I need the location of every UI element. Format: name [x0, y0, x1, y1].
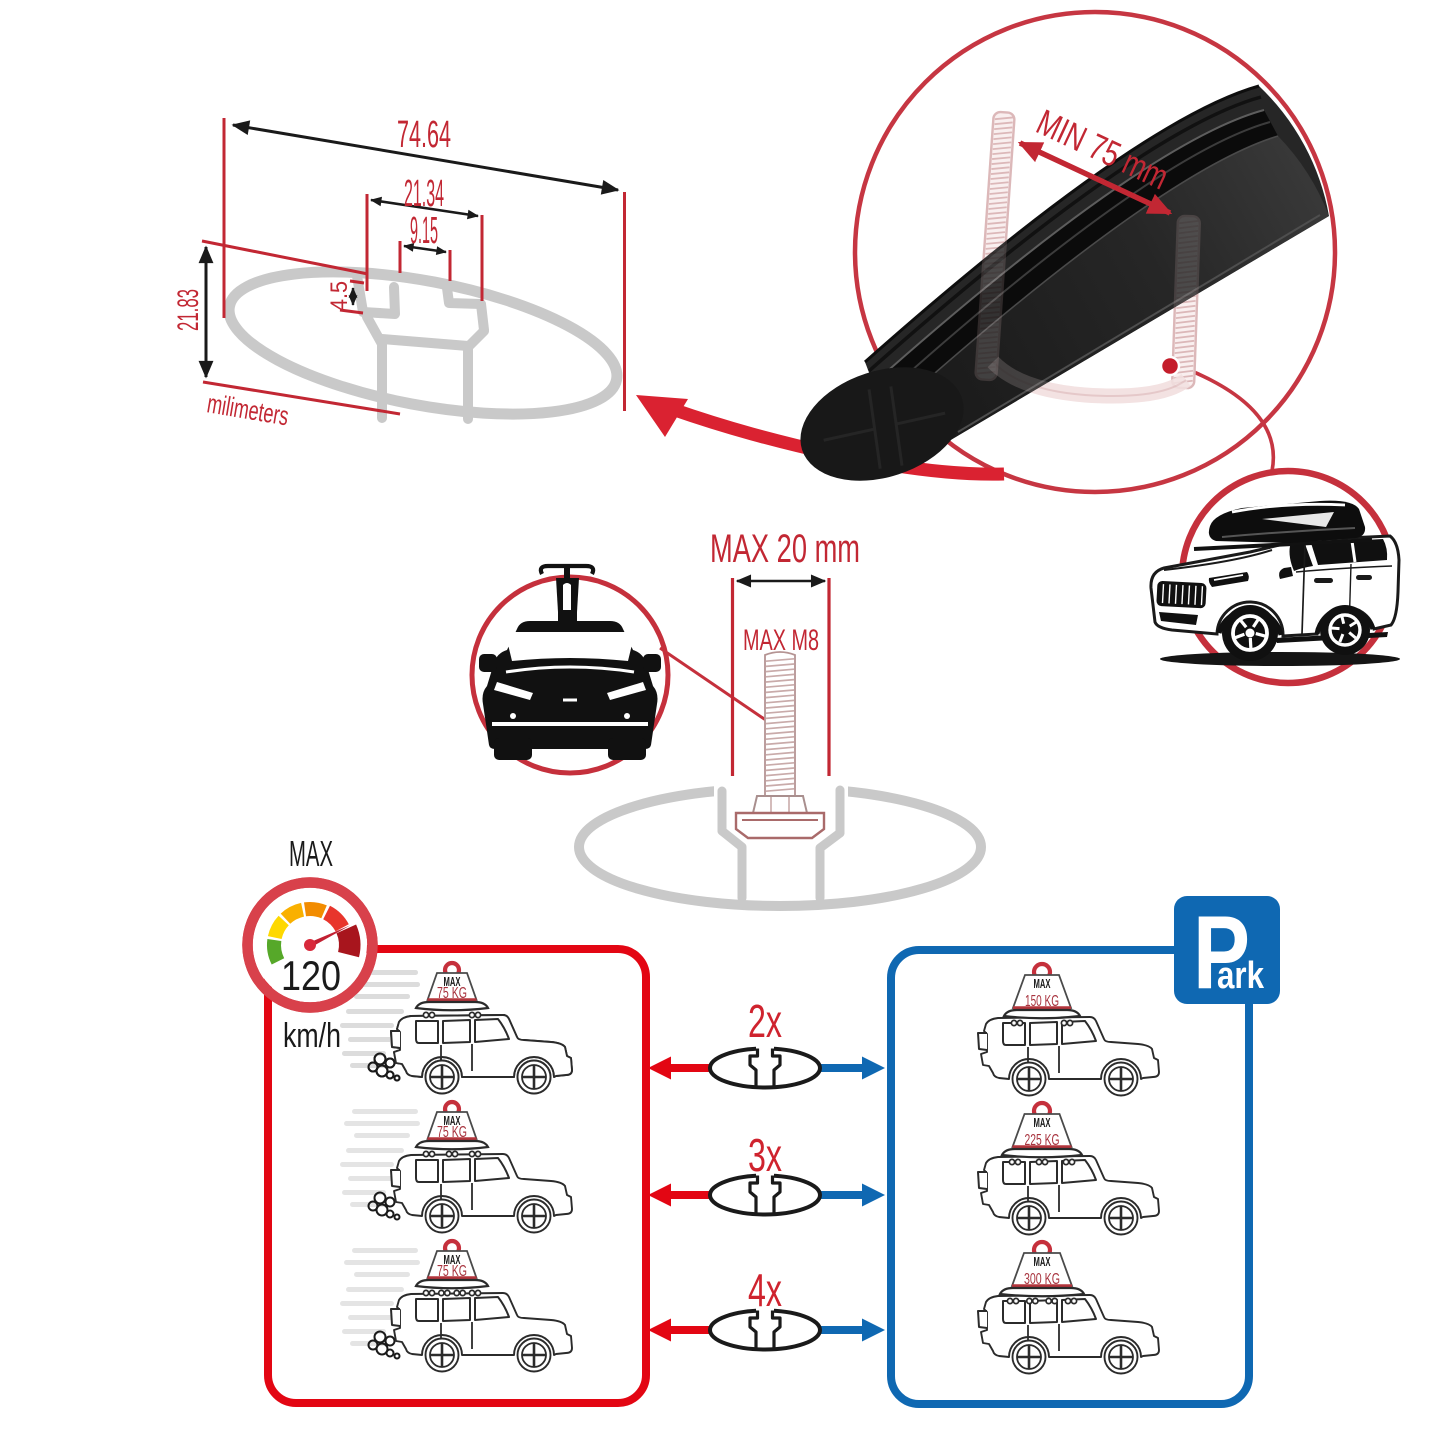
- svg-text:21.34: 21.34: [404, 173, 444, 215]
- svg-text:150 KG: 150 KG: [1025, 993, 1059, 1010]
- svg-text:21.83: 21.83: [172, 289, 205, 331]
- svg-text:300 KG: 300 KG: [1024, 1271, 1060, 1288]
- svg-text:MAX: MAX: [289, 833, 333, 874]
- svg-text:4.5: 4.5: [326, 281, 353, 311]
- svg-text:km/h: km/h: [283, 1017, 341, 1055]
- svg-text:75 KG: 75 KG: [437, 985, 467, 1002]
- svg-text:MAX: MAX: [444, 1253, 461, 1267]
- svg-text:75 KG: 75 KG: [437, 1124, 467, 1141]
- svg-text:MAX: MAX: [1034, 1116, 1051, 1130]
- svg-text:MAX 20 mm: MAX 20 mm: [710, 527, 860, 571]
- svg-text:P: P: [1193, 895, 1250, 1011]
- svg-text:MAX: MAX: [1034, 977, 1051, 991]
- svg-text:74.64: 74.64: [397, 114, 451, 156]
- svg-text:2x: 2x: [748, 995, 782, 1047]
- svg-text:120: 120: [281, 952, 341, 999]
- svg-text:MAX: MAX: [444, 1114, 461, 1128]
- svg-text:MAX: MAX: [1034, 1255, 1051, 1269]
- svg-text:225 KG: 225 KG: [1025, 1132, 1060, 1149]
- svg-text:9.15: 9.15: [410, 210, 438, 252]
- svg-text:MAX: MAX: [444, 975, 461, 989]
- svg-text:75 KG: 75 KG: [437, 1263, 467, 1280]
- svg-text:ark: ark: [1217, 955, 1265, 997]
